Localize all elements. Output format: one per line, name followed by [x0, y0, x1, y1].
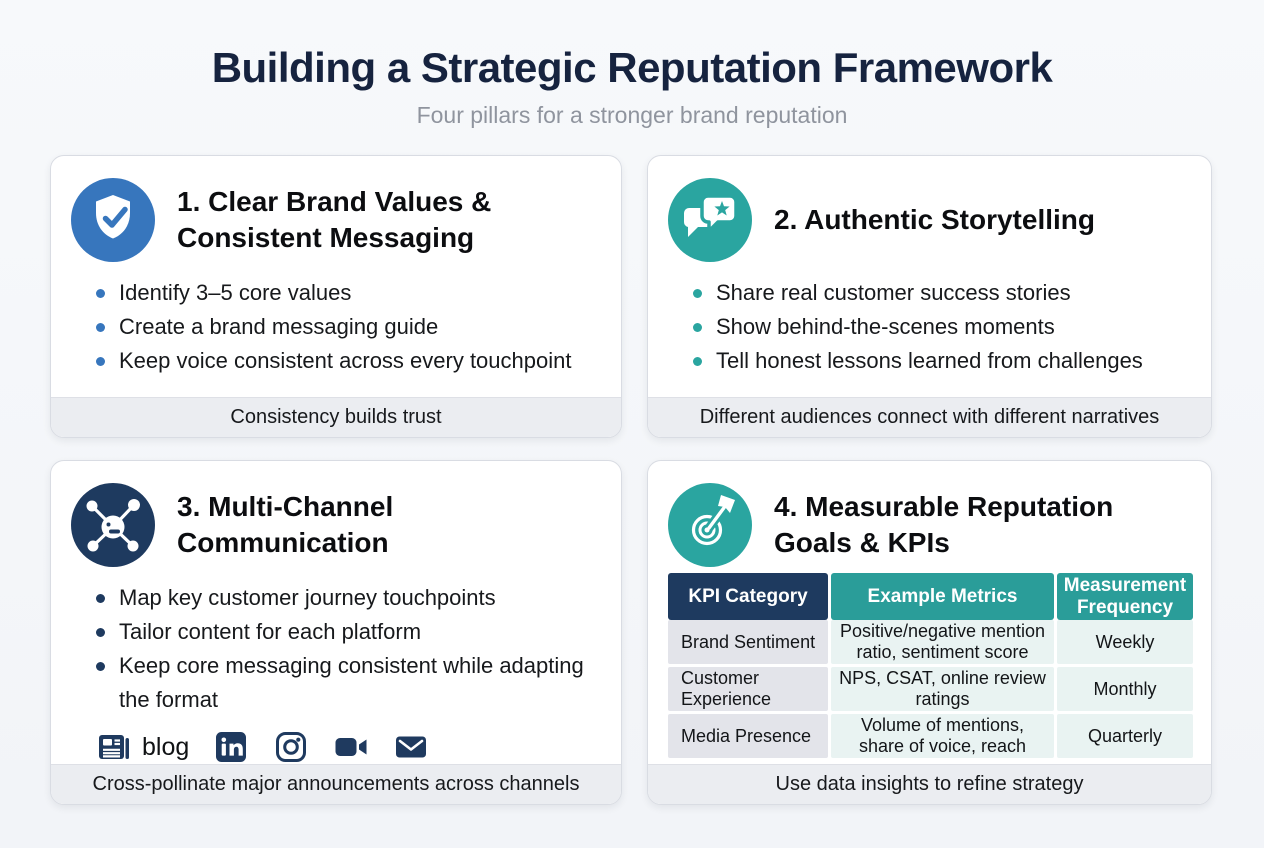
kpi-table: KPI Category Example Metrics Measurement… — [668, 573, 1193, 758]
bullet-text: Share real customer success stories — [716, 280, 1071, 305]
linkedin-icon — [216, 732, 247, 762]
bullet-item: Identify 3–5 core values — [96, 276, 601, 310]
network-hub-icon — [71, 483, 155, 567]
bullet-item: Tailor content for each platform — [96, 615, 601, 649]
card-header: 2. Authentic Storytelling — [648, 156, 1211, 262]
bullet-item: Share real customer success stories — [693, 276, 1191, 310]
pillar-card-storytelling: 2. Authentic Storytelling Share real cus… — [647, 155, 1212, 438]
card-title: 1. Clear Brand Values & Consistent Messa… — [177, 186, 492, 253]
bullet-dot — [96, 289, 105, 298]
bullet-list: Map key customer journey touchpoints Tai… — [51, 581, 621, 717]
table-cell-metrics: NPS, CSAT, online review ratings — [831, 667, 1054, 711]
bullet-dot — [96, 323, 105, 332]
bullet-text: Show behind-the-scenes moments — [716, 314, 1055, 339]
bullet-dot — [693, 289, 702, 298]
blog-label: blog — [142, 732, 190, 761]
table-header-example-metrics: Example Metrics — [831, 573, 1054, 620]
bullet-dot — [96, 628, 105, 637]
page-subtitle: Four pillars for a stronger brand reputa… — [416, 102, 848, 128]
pillar-card-kpis: 4. Measurable Reputation Goals & KPIs KP… — [647, 460, 1212, 805]
bullet-dot — [96, 594, 105, 603]
video-camera-icon — [335, 738, 367, 756]
table-cell-category: Customer Experience — [668, 667, 828, 711]
bullet-text: Create a brand messaging guide — [119, 314, 439, 339]
table-cell-category: Media Presence — [668, 714, 828, 758]
card-footer-note: Use data insights to refine strategy — [648, 764, 1211, 804]
bullet-item: Create a brand messaging guide — [96, 310, 601, 344]
table-cell-frequency: Monthly — [1057, 667, 1193, 711]
channel-blog: blog — [96, 729, 189, 765]
pillar-card-multichannel: 3. Multi-Channel Communication Map key c… — [50, 460, 622, 805]
card-title: 2. Authentic Storytelling — [774, 204, 1095, 236]
channel-icon-row: blog — [96, 729, 621, 765]
card-footer-note: Cross-pollinate major announcements acro… — [51, 764, 621, 804]
bullet-text: Keep voice consistent across every touch… — [119, 348, 572, 373]
card-header: 4. Measurable Reputation Goals & KPIs — [648, 461, 1211, 567]
table-header-kpi-category: KPI Category — [668, 573, 828, 620]
chat-star-icon — [668, 178, 752, 262]
table-cell-metrics: Positive/negative mention ratio, sentime… — [831, 620, 1054, 664]
bullet-list: Share real customer success stories Show… — [648, 276, 1211, 378]
shield-check-icon — [71, 178, 155, 262]
table-header-measurement-frequency: Measurement Frequency — [1057, 573, 1193, 620]
bullet-item: Map key customer journey touchpoints — [96, 581, 601, 615]
bullet-item: Keep core messaging consistent while ada… — [96, 649, 601, 717]
table-cell-frequency: Quarterly — [1057, 714, 1193, 758]
page-title: Building a Strategic Reputation Framewor… — [211, 44, 1053, 91]
bullet-dot — [96, 357, 105, 366]
card-footer-note: Consistency builds trust — [51, 397, 621, 437]
bullet-text: Tailor content for each platform — [119, 619, 422, 644]
bullet-item: Show behind-the-scenes moments — [693, 310, 1191, 344]
bullet-dot — [96, 662, 105, 671]
bullet-text: Keep core messaging consistent while ada… — [119, 653, 584, 712]
bullet-text: Tell honest lessons learned from challen… — [716, 348, 1143, 373]
bullet-dot — [693, 357, 702, 366]
card-title: 4. Measurable Reputation Goals & KPIs — [774, 491, 1114, 558]
instagram-icon — [276, 732, 307, 762]
card-footer-note: Different audiences connect with differe… — [648, 397, 1211, 437]
bullet-item: Keep voice consistent across every touch… — [96, 344, 601, 378]
bullet-list: Identify 3–5 core values Create a brand … — [51, 276, 621, 378]
bullet-item: Tell honest lessons learned from challen… — [693, 344, 1191, 378]
bullet-text: Map key customer journey touchpoints — [119, 585, 496, 610]
target-dart-icon — [668, 483, 752, 567]
card-header: 3. Multi-Channel Communication — [51, 461, 621, 567]
table-cell-metrics: Volume of mentions, share of voice, reac… — [831, 714, 1054, 758]
newspaper-icon — [99, 735, 129, 759]
pillar-card-brand-values: 1. Clear Brand Values & Consistent Messa… — [50, 155, 622, 438]
card-title: 3. Multi-Channel Communication — [177, 491, 394, 558]
table-cell-category: Brand Sentiment — [668, 620, 828, 664]
table-cell-frequency: Weekly — [1057, 620, 1193, 664]
bullet-dot — [693, 323, 702, 332]
bullet-text: Identify 3–5 core values — [119, 280, 352, 305]
card-header: 1. Clear Brand Values & Consistent Messa… — [51, 156, 621, 262]
envelope-icon — [396, 736, 427, 758]
